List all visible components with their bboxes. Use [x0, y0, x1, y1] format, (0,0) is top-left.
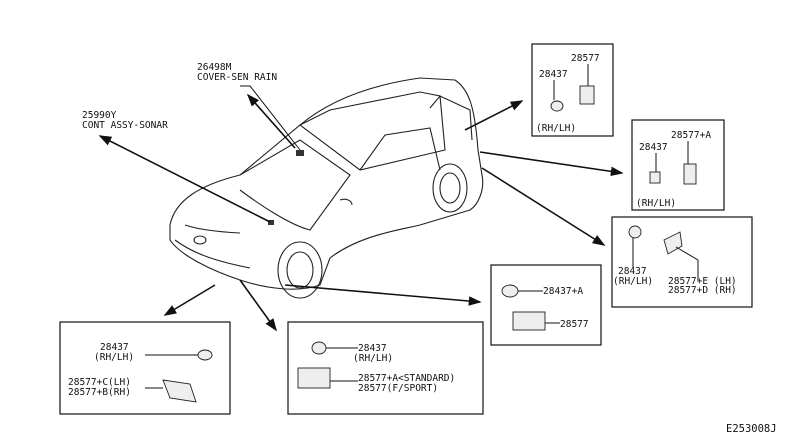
- sensor-icon: [628, 225, 642, 239]
- sensor-label: 28437: [639, 142, 668, 153]
- sensor-icon: [501, 284, 519, 298]
- box-front-corner: 28437 (RH/LH) 28577+C(LH) 28577+B(RH): [59, 321, 231, 415]
- bracket-label: 28577+A: [671, 130, 711, 141]
- car-illustration: [169, 77, 484, 299]
- sensor-side-label: (RH/LH): [94, 352, 134, 363]
- arrow-front-corner: [163, 284, 216, 316]
- bracket-icon: [297, 367, 331, 389]
- bracket-label: 28577: [571, 53, 600, 64]
- side-label: (RH/LH): [536, 123, 576, 134]
- rain-sensor-part-no: 26498M: [197, 62, 232, 73]
- box-rear-middle: 28577+A 28437 (RH/LH): [631, 119, 725, 211]
- sonar-control-mark: [268, 220, 274, 225]
- arrow-rear-middle: [479, 151, 624, 177]
- bracket-lh-label: 28577+C(LH): [68, 377, 131, 388]
- rain-sensor-name: COVER-SEN RAIN: [197, 72, 277, 83]
- bracket-lh-label: 28577+E (LH): [668, 276, 737, 287]
- sensor-icon: [550, 100, 564, 112]
- sensor-icon: [311, 341, 327, 355]
- box-rear-upper: 28577 28437 (RH/LH): [531, 43, 614, 137]
- bracket-icon: [683, 163, 697, 185]
- bracket-icon: [663, 231, 683, 255]
- box-front-center: 28437+A 28577: [490, 264, 602, 346]
- box-rear-corner: 28437 (RH/LH) 28577+E (LH) 28577+D (RH): [611, 216, 753, 308]
- bracket-sport-label: 28577(F/SPORT): [358, 383, 438, 394]
- bracket-icon: [512, 311, 546, 331]
- box-front-side: 28437 (RH/LH) 28577+A<STANDARD) 28577(F/…: [287, 321, 484, 415]
- sensor-label: 28437: [539, 69, 568, 80]
- bracket-standard-label: 28577+A<STANDARD): [358, 373, 455, 384]
- arrow-rear-corner: [481, 167, 606, 246]
- rain-sensor-leader: [240, 85, 301, 151]
- bracket-rh-label: 28577+D (RH): [668, 285, 737, 296]
- bracket-rh-label: 28577+B(RH): [68, 387, 131, 398]
- sensor-icon: [649, 171, 661, 184]
- sensor-label: 28437+A: [543, 286, 583, 297]
- sensor-side-label: (RH/LH): [353, 353, 393, 364]
- sensor-label: 28437: [358, 343, 387, 354]
- sensor-label: 28437: [618, 266, 647, 277]
- bracket-icon: [579, 85, 595, 105]
- bracket-icon: [162, 379, 197, 403]
- sensor-icon: [197, 349, 213, 361]
- arrow-front-side: [239, 279, 277, 332]
- diagram-code: E253008J: [726, 423, 777, 435]
- sonar-name: CONT ASSY-SONAR: [82, 120, 168, 131]
- sonar-leader-arrow: [98, 135, 271, 223]
- rain-sensor-mark: [296, 150, 304, 156]
- bracket-label: 28577: [560, 319, 589, 330]
- sensor-label: 28437: [100, 342, 129, 353]
- side-label: (RH/LH): [636, 198, 676, 209]
- arrow-front-center: [284, 284, 482, 306]
- sonar-part-no: 25990Y: [82, 110, 117, 121]
- arrow-rear-upper: [464, 100, 524, 131]
- sensor-side-label: (RH/LH): [613, 276, 653, 287]
